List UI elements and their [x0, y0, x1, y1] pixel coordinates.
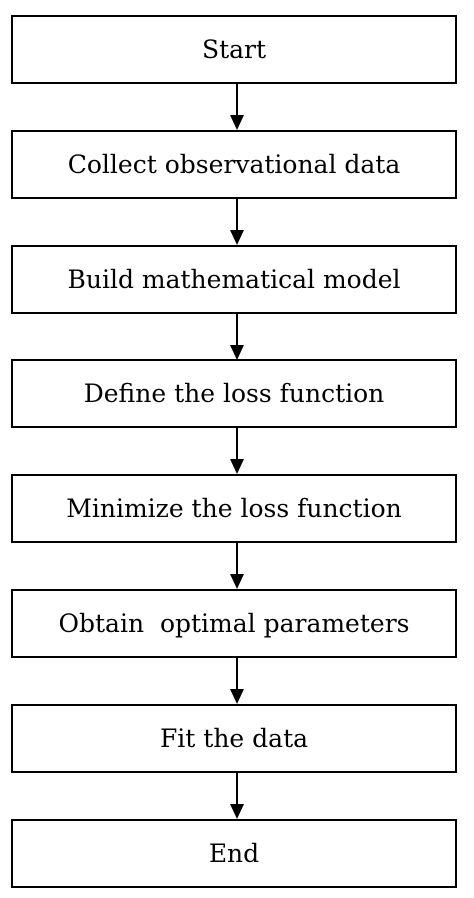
down-arrow-icon	[230, 199, 244, 245]
down-arrow-icon	[230, 543, 244, 589]
step-fit-data: Fit the data	[11, 704, 457, 773]
step-minimize-loss: Minimize the loss function	[11, 474, 457, 543]
step-optimal-parameters: Obtain optimal parameters	[11, 589, 457, 658]
step-define-loss: Define the loss function	[11, 359, 457, 428]
down-arrow-icon	[230, 314, 244, 360]
down-arrow-icon	[230, 658, 244, 704]
down-arrow-icon	[230, 428, 244, 474]
down-arrow-icon	[230, 773, 244, 819]
step-start: Start	[11, 15, 457, 84]
step-collect-data: Collect observational data	[11, 130, 457, 199]
step-end: End	[11, 819, 457, 888]
down-arrow-icon	[230, 84, 244, 130]
step-build-model: Build mathematical model	[11, 245, 457, 314]
